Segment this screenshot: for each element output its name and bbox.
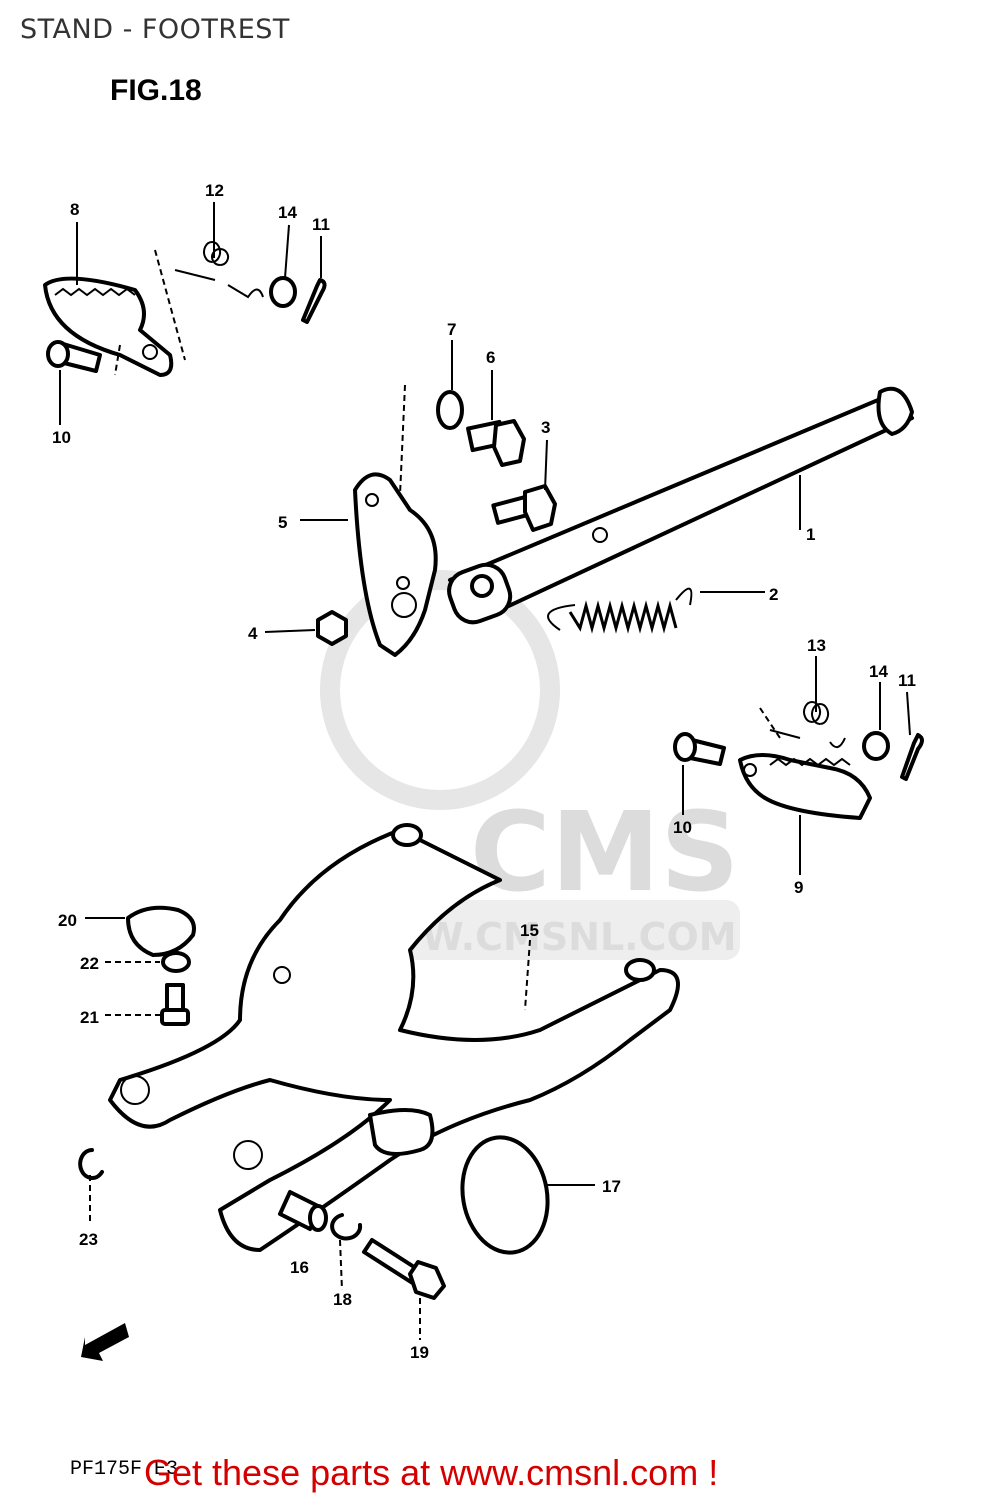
callout-20: 20 (58, 911, 77, 930)
callout-10-left: 10 (52, 428, 71, 447)
collar-16 (278, 1190, 328, 1232)
model-code: PF175F E3 (70, 1458, 179, 1481)
callout-17: 17 (602, 1177, 621, 1196)
callout-15: 15 (520, 921, 539, 940)
watermark-brand: CMS (470, 788, 739, 916)
callout-12: 12 (205, 181, 224, 200)
center-stand (108, 823, 680, 1252)
bolt-3 (491, 484, 557, 532)
side-stand (447, 386, 914, 625)
leader-lines (59, 202, 911, 1340)
bracket-20 (126, 905, 196, 957)
callout-21: 21 (80, 1008, 99, 1027)
pin-10-right (673, 732, 726, 766)
cotter-pin-11-left (301, 278, 327, 324)
washer-18 (330, 1213, 363, 1241)
o-ring-17 (460, 1135, 550, 1255)
callout-11-right: 11 (898, 671, 916, 690)
watermark-mascot (320, 570, 560, 810)
callout-1: 1 (806, 525, 815, 544)
bolt-19 (362, 1238, 446, 1300)
stand-spring (547, 587, 693, 634)
washer-22 (161, 951, 191, 973)
callout-7: 7 (447, 320, 456, 339)
washer-14-right (862, 731, 890, 761)
callout-10-right: 10 (673, 818, 692, 837)
nut-4 (316, 610, 348, 646)
stand-bracket (353, 472, 438, 657)
bolt-6 (466, 419, 526, 467)
footrest-left (43, 276, 174, 377)
callout-4: 4 (248, 624, 258, 643)
callout-5: 5 (278, 513, 287, 532)
callout-3: 3 (541, 418, 550, 437)
callout-16: 16 (290, 1258, 309, 1277)
bolt-21 (160, 983, 190, 1026)
callout-6: 6 (486, 348, 495, 367)
forward-arrow-icon (81, 1323, 129, 1361)
callout-13: 13 (807, 636, 826, 655)
callout-22: 22 (80, 954, 99, 973)
washer-14-left (269, 276, 297, 308)
figure-label: FIG.18 (110, 74, 202, 107)
callout-11-left: 11 (312, 215, 330, 234)
callout-8: 8 (70, 200, 79, 219)
washer-7 (436, 390, 464, 430)
callout-14-right: 14 (869, 662, 888, 681)
callout-9: 9 (794, 878, 803, 897)
callout-2: 2 (769, 585, 778, 604)
callout-18: 18 (333, 1290, 352, 1309)
page-title: STAND - FOOTREST (20, 14, 290, 45)
cotter-pin-11-right (900, 733, 924, 781)
callout-23: 23 (79, 1230, 98, 1249)
clip-23 (78, 1148, 104, 1180)
cmsnl-parts-link[interactable]: Get these parts at www.cmsnl.com ! (144, 1452, 719, 1493)
footrest-spring-13 (769, 701, 846, 749)
footrest-spring-12 (174, 241, 264, 299)
pin-10-left (46, 340, 102, 373)
footrest-right (738, 753, 872, 820)
callout-19: 19 (410, 1343, 429, 1362)
callout-14-left: 14 (278, 203, 297, 222)
